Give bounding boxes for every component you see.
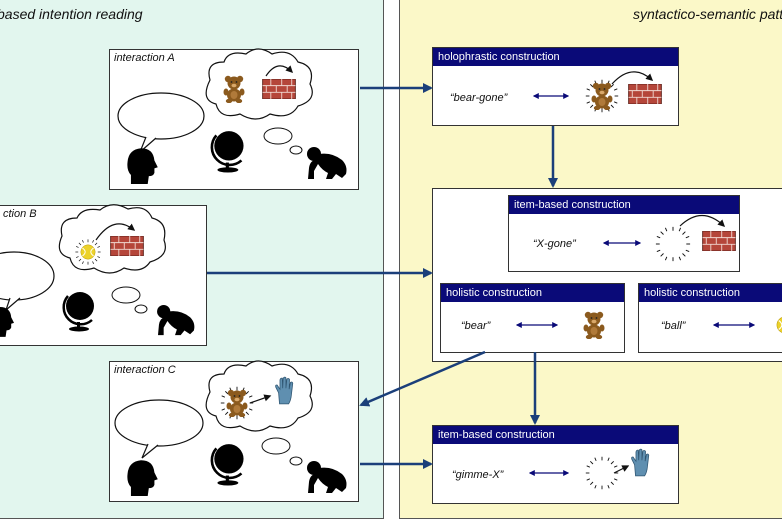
item-based-gone-title: item-based construction xyxy=(509,196,739,214)
holistic-ball-box: holistic construction “ball” xyxy=(638,283,782,353)
holistic-bear-box: holistic construction “bear” xyxy=(440,283,625,353)
item-based-gone-box: item-based construction “X-gone” xyxy=(508,195,740,272)
interaction-a-label: interaction A xyxy=(114,52,175,64)
holistic-ball-text: “ball” xyxy=(661,320,686,332)
item-based-gimme-title: item-based construction xyxy=(433,426,678,444)
holistic-bear-text: “bear” xyxy=(461,320,491,332)
holistic-ball-title: holistic construction xyxy=(639,284,782,302)
holophrastic-construction-box: holophrastic construction “bear-gone” xyxy=(432,47,679,126)
interaction-c-speech: “gimme bear” xyxy=(127,419,193,431)
interaction-a-speech: “bear gone” xyxy=(130,109,188,121)
holophrastic-construction-text: “bear-gone” xyxy=(450,92,508,104)
item-based-gone-text: “X-gone” xyxy=(533,238,576,250)
interaction-a-box: interaction A “bear gone” xyxy=(109,49,359,190)
holophrastic-construction-title: holophrastic construction xyxy=(433,48,678,66)
interaction-b-box: ction B l gone” xyxy=(0,205,207,346)
item-based-gimme-box: item-based construction “gimme-X” xyxy=(432,425,679,504)
interaction-b-label: ction B xyxy=(3,208,37,220)
interaction-c-label: interaction C xyxy=(114,364,176,376)
item-based-gimme-text: “gimme-X” xyxy=(452,469,504,481)
right-panel-title: syntactico-semantic patt xyxy=(633,6,782,22)
interaction-c-box: interaction C “gimme bear” xyxy=(109,361,359,502)
interaction-b-speech: l gone” xyxy=(2,269,36,281)
left-panel-title: based intention reading xyxy=(0,6,143,22)
holistic-bear-title: holistic construction xyxy=(441,284,624,302)
